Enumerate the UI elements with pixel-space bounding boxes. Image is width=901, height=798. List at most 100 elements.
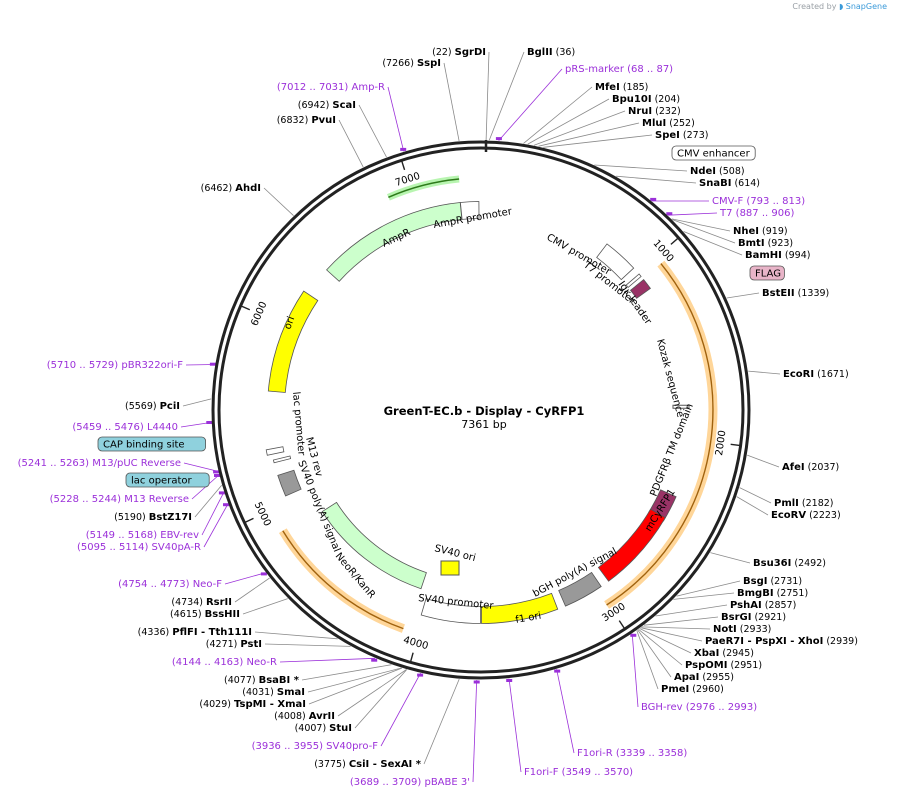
label-name: BmgBI xyxy=(737,588,774,599)
leader-tspmi-xmai xyxy=(308,667,403,705)
enzyme-label-spei: SpeI (273) xyxy=(655,130,708,141)
badge-text: CMV enhancer xyxy=(677,149,751,160)
leader-apai xyxy=(637,629,672,678)
feature-label-kozak-sequence: Kozak sequence xyxy=(654,338,686,419)
tick-label-6000: 6000 xyxy=(249,300,269,328)
enzyme-label-pshai: PshAI (2857) xyxy=(730,600,796,611)
primer-mark-neo-r xyxy=(371,658,378,662)
enzyme-label-pvui: (6832) PvuI xyxy=(277,115,336,126)
backbone-outer xyxy=(211,140,751,680)
label-position: (508) xyxy=(716,166,745,177)
backbone-ring xyxy=(211,140,751,680)
primer-label-sv40pa-r: (5095 .. 5114) SV40pA-R xyxy=(77,542,201,553)
enzyme-label-pcii: (5569) PciI xyxy=(125,401,180,412)
feature-cmv-promoter xyxy=(596,243,635,281)
feature-kozak-sequence xyxy=(672,404,690,409)
label-name: M13 Reverse xyxy=(124,494,189,505)
enzyme-label-noti: NotI (2933) xyxy=(713,624,771,635)
label-position: (3549 .. 3570) xyxy=(558,767,633,778)
label-position: (232) xyxy=(652,106,681,117)
leader-paer7i-pspxi-xhoi xyxy=(640,627,703,642)
label-position: (4029) xyxy=(199,699,234,710)
label-name: SV40pA-R xyxy=(152,542,201,553)
primer-label-pbabe-3: (3689 .. 3709) pBABE 3' xyxy=(350,777,470,788)
label-name: RsrII xyxy=(206,597,232,608)
leader-bsrgi xyxy=(643,616,719,626)
label-position: (919) xyxy=(759,226,788,237)
label-position: (4615) xyxy=(170,609,205,620)
primer-mark-neo-f xyxy=(260,572,267,576)
label-position: (5241 .. 5263) xyxy=(18,458,93,469)
leader-sgrdi xyxy=(485,51,490,141)
label-name: SgrDI xyxy=(455,47,486,58)
label-name: Neo-F xyxy=(193,579,223,590)
badge-cap-binding-site: CAP binding site xyxy=(97,436,206,452)
label-position: (1671) xyxy=(814,369,849,380)
enzyme-label-sgrdi: (22) SgrDI xyxy=(432,47,486,58)
credit-brand: SnapGene xyxy=(845,2,887,11)
label-position: (273) xyxy=(680,130,709,141)
enzyme-label-psti: (4271) PstI xyxy=(206,639,262,650)
label-position: (2857) xyxy=(762,600,797,611)
label-name: BstEII xyxy=(762,288,795,299)
label-name: PvuI xyxy=(311,115,336,126)
leader-neo-r xyxy=(279,657,376,663)
label-position: (4077) xyxy=(224,675,259,686)
label-position: (2960) xyxy=(689,684,724,695)
label-position: (5190) xyxy=(114,512,149,523)
leader-pmli xyxy=(739,487,772,504)
leader-bamhi xyxy=(683,231,743,256)
label-name: SV40pro-F xyxy=(326,741,378,752)
primer-mark-pbabe-3 xyxy=(473,680,480,684)
label-position: (204) xyxy=(652,94,681,105)
label-position: (6462) xyxy=(201,183,236,194)
label-position: (2976 .. 2993) xyxy=(683,702,758,713)
enzyme-label-mfei: MfeI (185) xyxy=(595,82,648,93)
label-name: PaeR7I - PspXI - XhoI xyxy=(705,636,823,647)
credit-prefix: Created by xyxy=(792,2,837,11)
enzyme-label-bmti: BmtI (923) xyxy=(738,238,793,249)
primer-label-amp-r: (7012 .. 7031) Amp-R xyxy=(277,82,385,93)
label-position: (36) xyxy=(553,47,576,58)
label-name: EBV-rev xyxy=(160,530,199,541)
label-name: TspMI - XmaI xyxy=(234,699,306,710)
enzyme-label-smai: (4031) SmaI xyxy=(242,687,305,698)
enzyme-label-sspi: (7266) SspI xyxy=(382,58,441,69)
leader-t7 xyxy=(667,212,718,216)
primer-label-neo-r: (4144 .. 4163) Neo-R xyxy=(172,657,277,668)
plasmid-name: GreenT-EC.b - Display - CyRFP1 xyxy=(384,404,585,418)
enzyme-label-mlui: MluI (252) xyxy=(642,118,695,129)
label-position: (994) xyxy=(782,250,811,261)
primer-label-m13-reverse: (5228 .. 5244) M13 Reverse xyxy=(50,494,189,505)
primer-mark-pbr322ori-f xyxy=(209,362,216,366)
enzyme-label-bglii: BglII (36) xyxy=(527,47,575,58)
feature-label-ori: ori xyxy=(282,315,297,331)
feature-f1-ori xyxy=(480,592,559,624)
highlight-arc-1 xyxy=(278,528,405,633)
enzyme-label-bamhi: BamHI (994) xyxy=(745,250,810,261)
feature-sv40-ori-box xyxy=(440,560,460,576)
primer-label-l4440: (5459 .. 5476) L4440 xyxy=(72,422,178,433)
enzyme-label-tspmi-xmai: (4029) TspMI - XmaI xyxy=(199,699,306,710)
label-name: BglII xyxy=(527,47,553,58)
enzyme-label-csii-sexai: (3775) CsiI - SexAI * xyxy=(314,759,422,770)
enzyme-label-apai: ApaI (2955) xyxy=(674,672,734,683)
primer-mark-ebv-rev xyxy=(218,491,225,495)
primer-label-t7: T7 (887 .. 906) xyxy=(719,208,794,219)
leader-bsabi xyxy=(301,664,392,681)
label-name: NheI xyxy=(733,226,759,237)
leader-smai xyxy=(307,667,402,693)
primer-mark-prs-marker xyxy=(495,137,502,141)
label-name: NdeI xyxy=(690,166,716,177)
leader-sv40pro-f xyxy=(380,672,421,747)
label-position: (5710 .. 5729) xyxy=(47,360,122,371)
feature-bgh-poly-a-signal xyxy=(558,571,602,607)
enzyme-label-paer7i-pspxi-xhoi: PaeR7I - PspXI - XhoI (2939) xyxy=(705,636,858,647)
label-name: BsrGI xyxy=(721,612,751,623)
leader-xbai xyxy=(639,628,692,654)
label-position: (5569) xyxy=(125,401,160,412)
leader-pspomi xyxy=(638,628,683,666)
label-position: (2955) xyxy=(699,672,734,683)
label-position: (3936 .. 3955) xyxy=(252,741,327,752)
